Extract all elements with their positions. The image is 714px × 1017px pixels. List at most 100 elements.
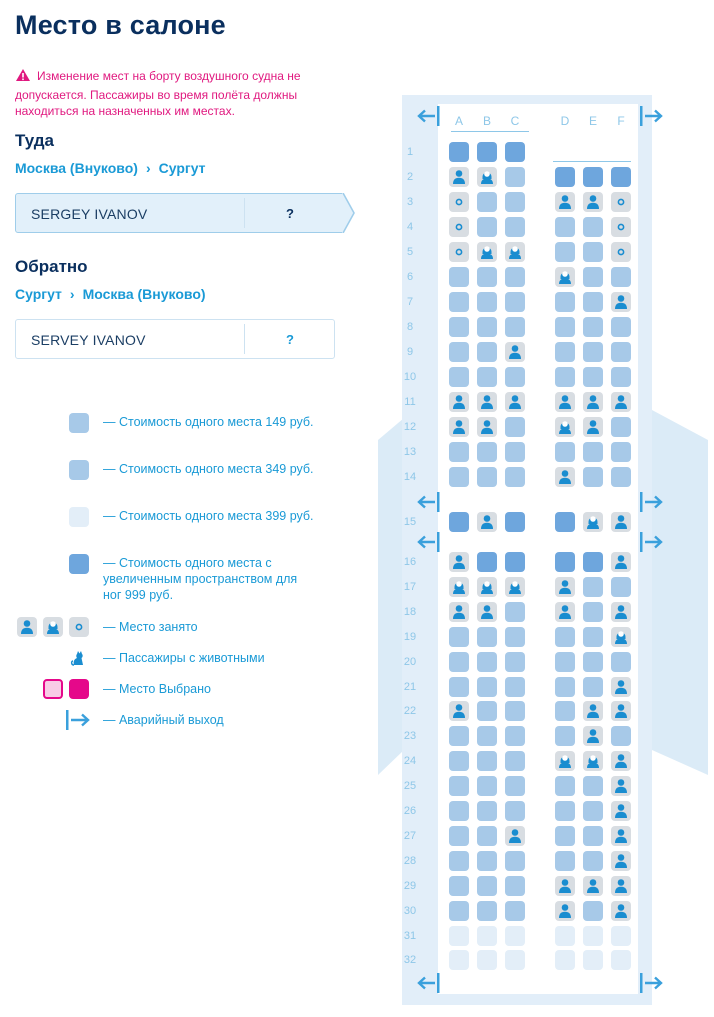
seat-19a[interactable] xyxy=(449,626,469,647)
seat-28a[interactable] xyxy=(449,850,469,871)
seat-23d[interactable] xyxy=(555,726,575,747)
seat-10d[interactable] xyxy=(555,367,575,387)
seat-20f[interactable] xyxy=(611,651,631,672)
seat-10b[interactable] xyxy=(477,367,497,387)
seat-23f[interactable] xyxy=(611,726,631,747)
seat-14c[interactable] xyxy=(505,467,525,487)
seat-1a[interactable] xyxy=(449,142,469,162)
seat-2e[interactable] xyxy=(583,167,603,187)
seat-10c[interactable] xyxy=(505,367,525,387)
seat-31b[interactable] xyxy=(477,925,497,946)
seat-13c[interactable] xyxy=(505,442,525,462)
seat-28e[interactable] xyxy=(583,850,603,871)
seat-31d[interactable] xyxy=(555,925,575,946)
seat-22b[interactable] xyxy=(477,701,497,722)
seat-20c[interactable] xyxy=(505,651,525,672)
seat-6a[interactable] xyxy=(449,267,469,287)
seat-31c[interactable] xyxy=(505,925,525,946)
seat-19c[interactable] xyxy=(505,626,525,647)
seat-24b[interactable] xyxy=(477,751,497,772)
seat-25d[interactable] xyxy=(555,776,575,797)
seat-3c[interactable] xyxy=(505,192,525,212)
seat-2d[interactable] xyxy=(555,167,575,187)
seat-1c[interactable] xyxy=(505,142,525,162)
seat-10a[interactable] xyxy=(449,367,469,387)
seat-15d[interactable] xyxy=(555,512,575,532)
seat-6f[interactable] xyxy=(611,267,631,287)
seat-25c[interactable] xyxy=(505,776,525,797)
seat-5e[interactable] xyxy=(583,242,603,262)
seat-27a[interactable] xyxy=(449,825,469,846)
seat-9a[interactable] xyxy=(449,342,469,362)
seat-8e[interactable] xyxy=(583,317,603,337)
seat-25a[interactable] xyxy=(449,776,469,797)
seat-7a[interactable] xyxy=(449,292,469,312)
seat-21a[interactable] xyxy=(449,676,469,697)
seat-20e[interactable] xyxy=(583,651,603,672)
seat-20a[interactable] xyxy=(449,651,469,672)
seat-19e[interactable] xyxy=(583,626,603,647)
seat-32d[interactable] xyxy=(555,950,575,971)
seat-27b[interactable] xyxy=(477,825,497,846)
seat-23c[interactable] xyxy=(505,726,525,747)
seat-18c[interactable] xyxy=(505,601,525,622)
seat-22d[interactable] xyxy=(555,701,575,722)
seat-13f[interactable] xyxy=(611,442,631,462)
seat-8f[interactable] xyxy=(611,317,631,337)
seat-9d[interactable] xyxy=(555,342,575,362)
seat-31e[interactable] xyxy=(583,925,603,946)
seat-16d[interactable] xyxy=(555,552,575,572)
seat-14f[interactable] xyxy=(611,467,631,487)
seat-25b[interactable] xyxy=(477,776,497,797)
seat-17e[interactable] xyxy=(583,576,603,597)
seat-13a[interactable] xyxy=(449,442,469,462)
seat-30b[interactable] xyxy=(477,900,497,921)
seat-3b[interactable] xyxy=(477,192,497,212)
seat-28c[interactable] xyxy=(505,850,525,871)
seat-14e[interactable] xyxy=(583,467,603,487)
seat-6e[interactable] xyxy=(583,267,603,287)
seat-6c[interactable] xyxy=(505,267,525,287)
seat-8c[interactable] xyxy=(505,317,525,337)
seat-32b[interactable] xyxy=(477,950,497,971)
seat-14a[interactable] xyxy=(449,467,469,487)
seat-16c[interactable] xyxy=(505,552,525,572)
seat-29b[interactable] xyxy=(477,875,497,896)
seat-6b[interactable] xyxy=(477,267,497,287)
seat-20d[interactable] xyxy=(555,651,575,672)
seat-4b[interactable] xyxy=(477,217,497,237)
seat-13b[interactable] xyxy=(477,442,497,462)
seat-22c[interactable] xyxy=(505,701,525,722)
seat-8b[interactable] xyxy=(477,317,497,337)
seat-8d[interactable] xyxy=(555,317,575,337)
seat-2c[interactable] xyxy=(505,167,525,187)
inbound-passenger-selector[interactable]: SERVEY IVANOV ? xyxy=(15,319,335,359)
seat-24a[interactable] xyxy=(449,751,469,772)
seat-7d[interactable] xyxy=(555,292,575,312)
seat-20b[interactable] xyxy=(477,651,497,672)
seat-26a[interactable] xyxy=(449,801,469,821)
seat-9f[interactable] xyxy=(611,342,631,362)
seat-32e[interactable] xyxy=(583,950,603,971)
seat-23a[interactable] xyxy=(449,726,469,747)
seat-24c[interactable] xyxy=(505,751,525,772)
seat-19d[interactable] xyxy=(555,626,575,647)
seat-13e[interactable] xyxy=(583,442,603,462)
seat-5d[interactable] xyxy=(555,242,575,262)
outbound-passenger-selector[interactable]: SERGEY IVANOV ? xyxy=(15,193,355,233)
seat-32f[interactable] xyxy=(611,950,631,971)
seat-9e[interactable] xyxy=(583,342,603,362)
seat-12c[interactable] xyxy=(505,417,525,437)
seat-30c[interactable] xyxy=(505,900,525,921)
seat-10f[interactable] xyxy=(611,367,631,387)
seat-14b[interactable] xyxy=(477,467,497,487)
seat-29a[interactable] xyxy=(449,875,469,896)
seat-16e[interactable] xyxy=(583,552,603,572)
seat-4d[interactable] xyxy=(555,217,575,237)
seat-21d[interactable] xyxy=(555,676,575,697)
seat-18e[interactable] xyxy=(583,601,603,622)
seat-8a[interactable] xyxy=(449,317,469,337)
seat-31f[interactable] xyxy=(611,925,631,946)
seat-29c[interactable] xyxy=(505,875,525,896)
seat-26e[interactable] xyxy=(583,801,603,821)
